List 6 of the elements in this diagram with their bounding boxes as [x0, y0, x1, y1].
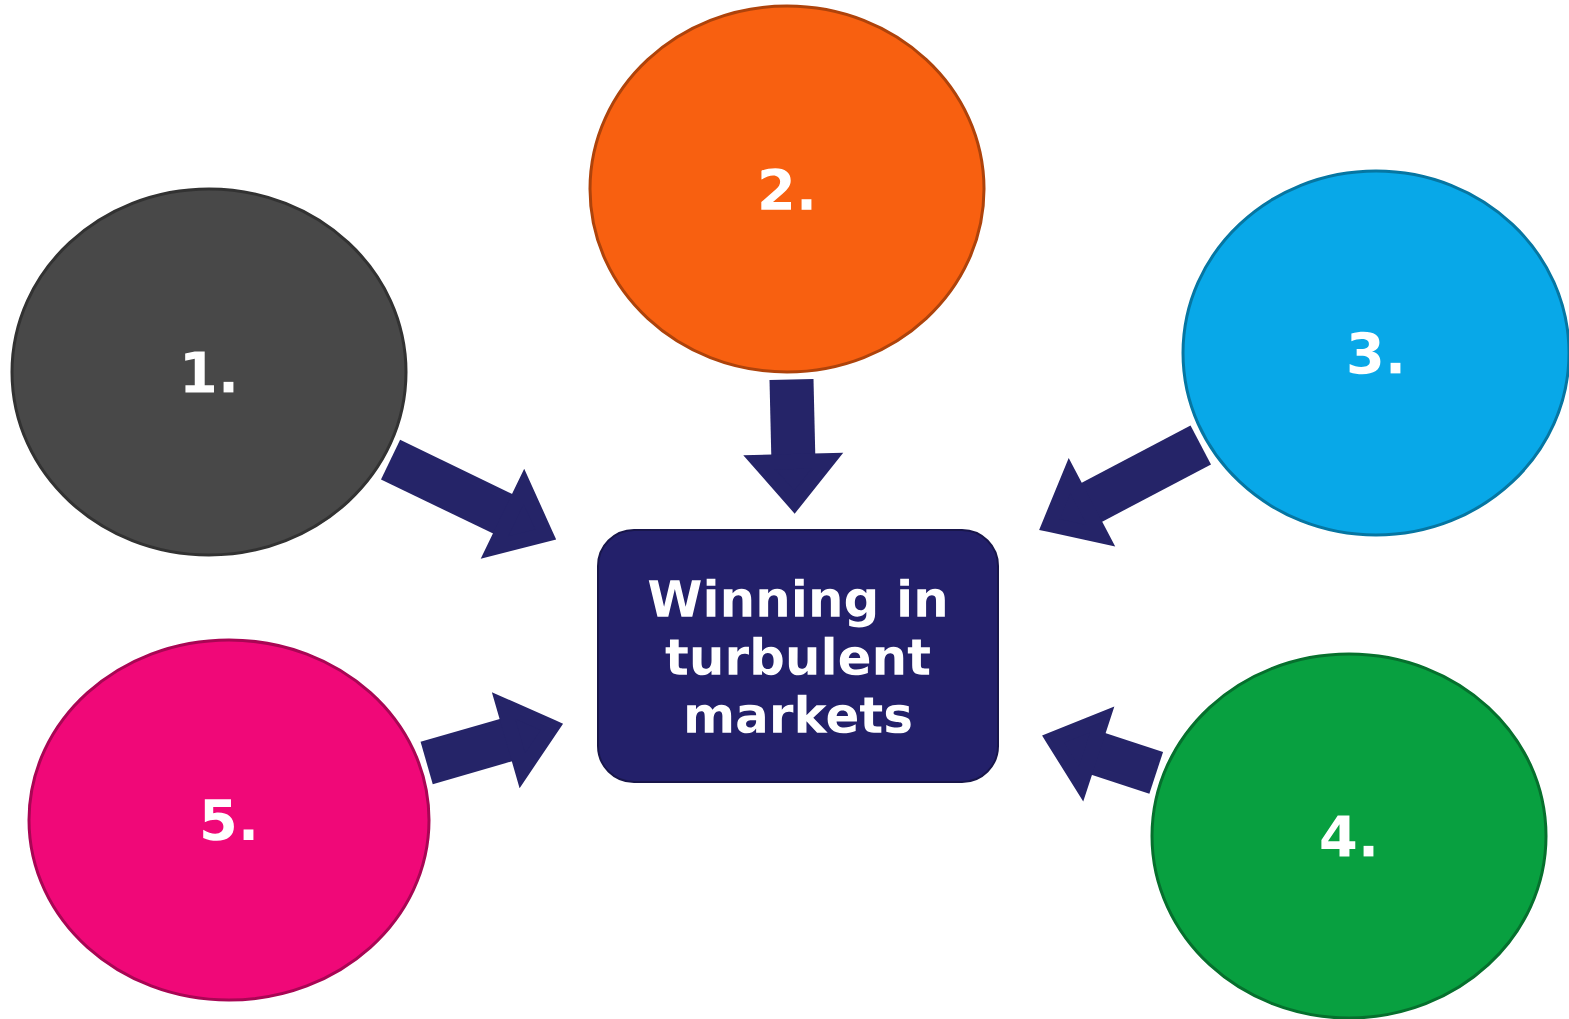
circle-node: 3. [1181, 169, 1569, 537]
circle-node: 1. [10, 187, 408, 557]
circle-node: 2. [588, 4, 986, 374]
circle-node: 5. [27, 638, 431, 1002]
circle-node: 4. [1150, 652, 1548, 1019]
center-box: Winning in turbulent markets [597, 529, 999, 783]
